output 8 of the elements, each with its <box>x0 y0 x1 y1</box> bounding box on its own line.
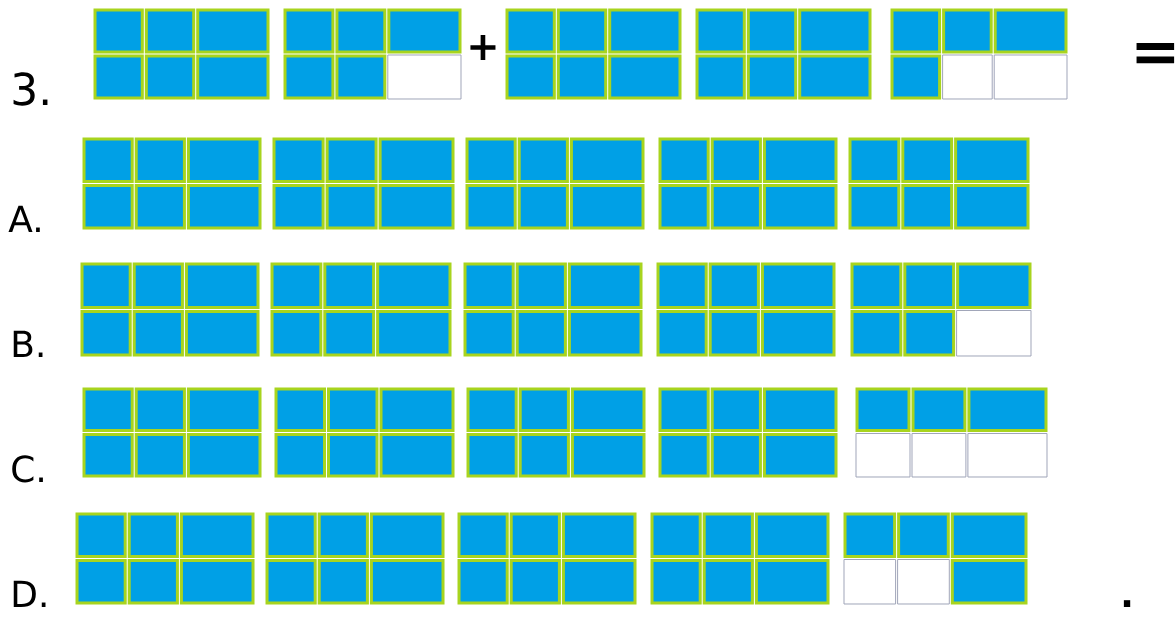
option-letter: C. <box>12 455 43 483</box>
option-letter: A. <box>8 205 40 232</box>
option-letter: D. <box>13 580 46 607</box>
option-letter: B. <box>13 330 43 357</box>
question-number: 3. <box>13 72 48 106</box>
period: . <box>1123 600 1131 607</box>
equals-sign: = <box>1136 43 1175 64</box>
plus-sign: + <box>470 34 496 60</box>
